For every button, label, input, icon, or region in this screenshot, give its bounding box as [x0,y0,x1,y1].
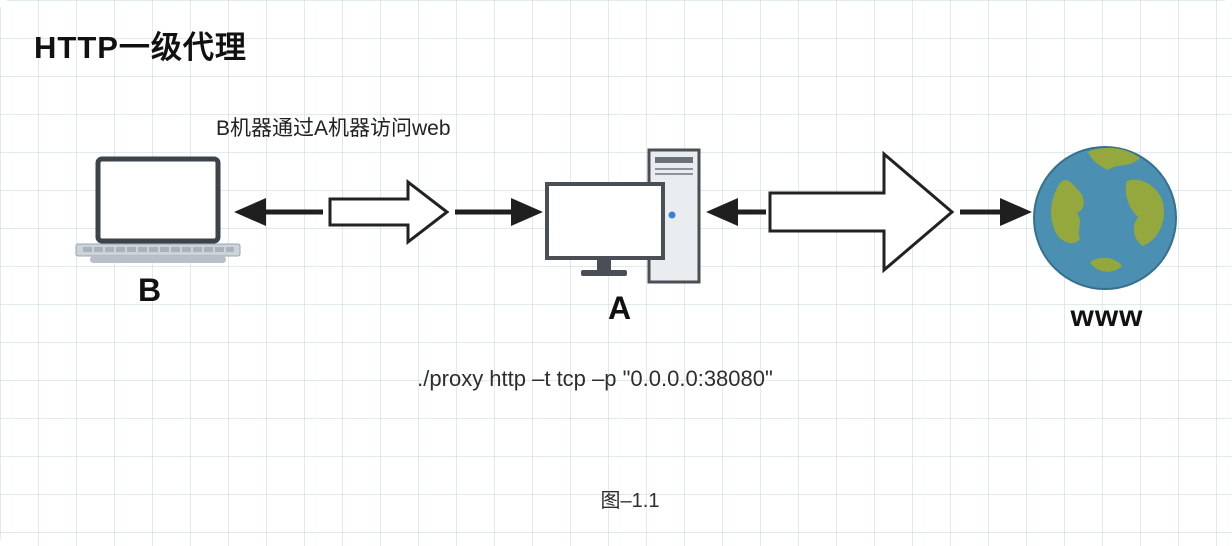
block-arrow-proxy-to-web [768,150,955,274]
globe-icon [1033,146,1177,290]
web-label: www [1070,300,1144,333]
arrow-right-to-proxy [455,198,543,226]
globe-land-south [1090,257,1122,272]
diagram-title: HTTP一级代理 [34,30,247,65]
arrow-left-to-proxy [706,198,766,226]
client-label: B [138,272,162,308]
globe-land-east [1125,179,1164,246]
arrow-left-to-client [234,198,323,226]
flow-annotation: B机器通过A机器访问web [216,117,451,140]
desktop-computer-icon [545,148,701,284]
laptop-base [90,256,226,263]
figure-caption: 图–1.1 [600,490,660,512]
proxy-label: A [608,290,632,326]
laptop-screen [95,156,221,244]
globe-land-north [1088,147,1140,170]
block-arrow-client-to-proxy [328,178,450,246]
arrow-right-to-web [960,198,1032,226]
computer-monitor [545,182,665,276]
laptop-icon [75,156,241,263]
power-led [668,211,676,219]
globe-land-west [1051,180,1084,244]
proxy-command: ./proxy http –t tcp –p "0.0.0.0:38080" [417,366,773,391]
